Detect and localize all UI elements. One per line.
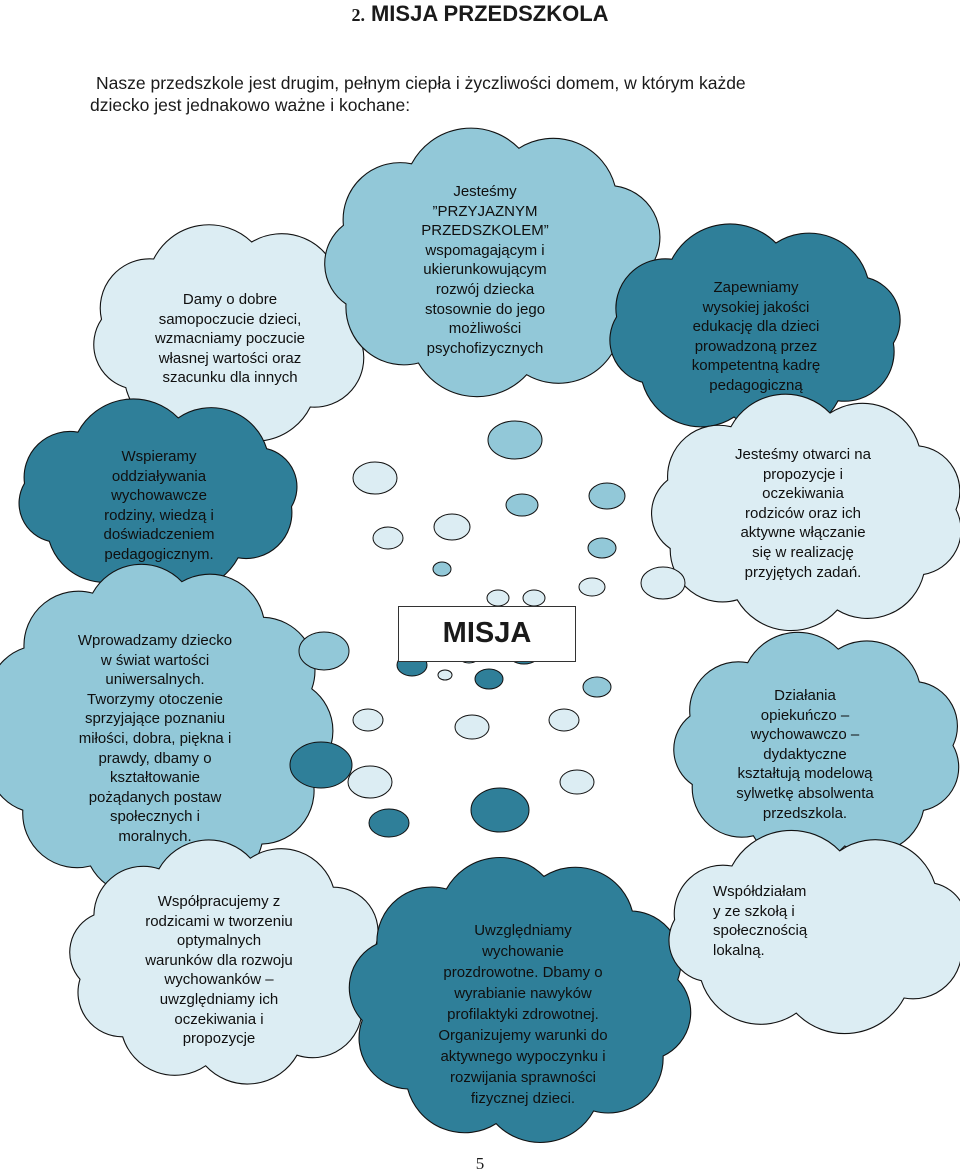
cloud-edukacja bbox=[609, 223, 901, 437]
cloud-otwarci bbox=[651, 393, 960, 632]
cloud-wspolpracujemy bbox=[69, 839, 387, 1085]
heading-number: 2. bbox=[351, 5, 365, 25]
cloud-text-zdrowie: Uwzględniamy wychowanie prozdrowotne. Db… bbox=[438, 922, 608, 1107]
cloud-przyjazne bbox=[324, 127, 662, 398]
cloud-text-szkola: Współdziałam y ze szkołą i społecznością… bbox=[713, 883, 808, 959]
page-number: 5 bbox=[475, 1154, 485, 1173]
center-label-misja: MISJA bbox=[398, 606, 576, 662]
decorative-bubble bbox=[437, 669, 453, 681]
decorative-bubble bbox=[352, 708, 384, 732]
cloud-text-otwarci: Jesteśmy otwarci na propozycje i oczekiw… bbox=[735, 446, 871, 581]
cloud-text-wspolpracujemy: Współpracujemy z rodzicami w tworzeniu o… bbox=[145, 893, 293, 1048]
decorative-bubble bbox=[559, 769, 595, 795]
decorative-bubble bbox=[470, 787, 530, 833]
cloud-szkola bbox=[668, 829, 960, 1035]
decorative-bubble bbox=[578, 577, 606, 597]
decorative-bubble bbox=[432, 561, 452, 577]
heading-title: MISJA PRZEDSZKOLA bbox=[370, 1, 609, 26]
decorative-bubble bbox=[486, 589, 510, 607]
decorative-bubble bbox=[347, 765, 393, 799]
cloud-text-edukacja: Zapewniamy wysokiej jakości edukację dla… bbox=[691, 279, 821, 394]
cloud-text-wspieramy: Wspieramy oddziaływania wychowawcze rodz… bbox=[103, 448, 215, 563]
decorative-bubble bbox=[372, 526, 404, 550]
decorative-bubble bbox=[582, 676, 612, 698]
decorative-bubble bbox=[433, 513, 471, 541]
decorative-bubble bbox=[474, 668, 504, 690]
intro-paragraph: Nasze przedszkole jest drugim, pełnym ci… bbox=[90, 72, 890, 116]
decorative-bubble bbox=[289, 741, 353, 789]
decorative-bubble bbox=[548, 708, 580, 732]
decorative-bubble bbox=[454, 714, 490, 740]
cloud-text-samopoczucie: Damy o dobre samopoczucie dzieci, wzmacn… bbox=[154, 291, 306, 387]
cloud-text-przyjazne: Jesteśmy ”PRZYJAZNYM PRZEDSZKOLEM” wspom… bbox=[421, 183, 549, 357]
decorative-bubble bbox=[640, 566, 686, 600]
decorative-bubble bbox=[587, 537, 617, 559]
page-heading: 2.MISJA PRZEDSZKOLA bbox=[0, 0, 960, 29]
decorative-bubble bbox=[505, 493, 539, 517]
decorative-bubble bbox=[588, 482, 626, 510]
decorative-bubble bbox=[487, 420, 543, 460]
intro-line-2: dziecko jest jednakowo ważne i kochane: bbox=[90, 95, 411, 115]
decorative-bubble bbox=[352, 461, 398, 495]
cloud-text-dzialania: Działania opiekuńczo – wychowawczo – dyd… bbox=[736, 687, 874, 822]
intro-line-1: Nasze przedszkole jest drugim, pełnym ci… bbox=[96, 73, 746, 93]
decorative-bubble bbox=[522, 589, 546, 607]
cloud-text-wartosci: Wprowadzamy dziecko w świat wartości uni… bbox=[77, 632, 233, 845]
decorative-bubble bbox=[298, 631, 350, 671]
decorative-bubble bbox=[368, 808, 410, 838]
